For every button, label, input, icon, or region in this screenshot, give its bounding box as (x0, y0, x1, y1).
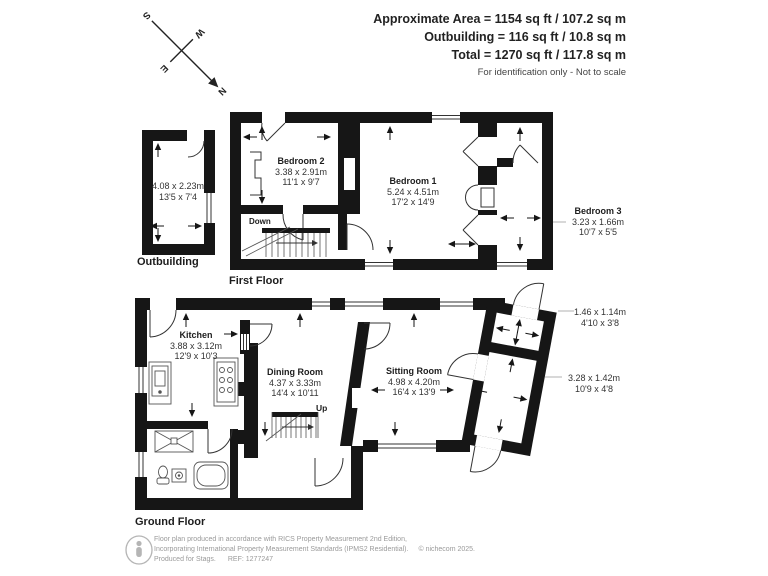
ground-floor-label: Ground Floor (135, 516, 206, 528)
outbuilding-metric: 4.08 x 2.23m (151, 181, 205, 191)
bedroom1-imperial: 17'2 x 14'9 (391, 197, 435, 207)
outbuilding-area-line: Outbuilding = 116 sq ft / 10.8 sq m (424, 30, 626, 44)
annex-wing (447, 282, 557, 473)
ground-floor-window-icon (135, 298, 473, 477)
dining-room-metric: 4.37 x 3.33m (268, 377, 322, 388)
bathtub-icon (193, 461, 229, 490)
kitchen-name: Kitchen (179, 330, 213, 340)
outbuilding-floor-label: Outbuilding (137, 256, 199, 268)
ground-floor-plan (135, 282, 574, 510)
stairs-up-icon (265, 412, 319, 442)
annex-bottom-metric: 3.28 x 1.42m (567, 373, 621, 383)
bedroom3-name: Bedroom 3 (574, 206, 622, 216)
sitting-room-label: Sitting Room 4.98 x 4.20m 16'4 x 13'9 (386, 366, 442, 398)
bedroom2-metric: 3.38 x 2.91m (274, 166, 328, 177)
kitchen-imperial: 12'9 x 10'3 (174, 351, 218, 361)
bedroom3-label: Bedroom 3 3.23 x 1.66m 10'7 x 5'5 (572, 206, 624, 238)
bedroom1-label: Bedroom 1 5.24 x 4.51m 17'2 x 14'9 (387, 176, 439, 208)
compass-rose: N S W E (140, 9, 228, 97)
bedroom2-label: Bedroom 2 3.38 x 2.91m 11'1 x 9'7 (275, 156, 327, 188)
sitting-room-imperial: 16'4 x 13'9 (392, 387, 436, 397)
bedroom3-imperial: 10'7 x 5'5 (579, 227, 617, 237)
annex-top-imperial: 4'10 x 3'8 (581, 317, 619, 328)
outbuilding-dimensions: 4.08 x 2.23m 13'5 x 7'4 (152, 181, 204, 202)
total-area-line: Total = 1270 sq ft / 117.8 sq m (451, 48, 627, 62)
annex-bottom-imperial: 10'9 x 4'8 (575, 383, 613, 394)
disclaimer-line2-text: Incorporating International Property Mea… (154, 546, 409, 553)
annex-top-metric: 1.46 x 1.14m (573, 307, 627, 317)
outbuilding-imperial: 13'5 x 7'4 (159, 191, 197, 202)
annex-bottom-dimensions: 3.28 x 1.42m 10'9 x 4'8 (568, 373, 620, 394)
compass-w: W (192, 26, 206, 40)
bedroom2-imperial: 11'1 x 9'7 (282, 177, 320, 187)
disclaimer: Floor plan produced in accordance with R… (154, 535, 475, 565)
sitting-room-name: Sitting Room (386, 366, 442, 376)
bedroom2-name: Bedroom 2 (277, 156, 325, 166)
dining-room-label: Dining Room 4.37 x 3.33m 14'4 x 10'11 (267, 367, 323, 399)
stove-icon (213, 357, 239, 407)
copyright-text: © nichecom 2025. (418, 546, 475, 553)
toilet-icon (156, 465, 170, 485)
person-icon (125, 535, 153, 565)
stairs-up-label: Up (316, 403, 328, 413)
kitchen-sink-icon (148, 361, 172, 405)
stairs-down-label: Down (249, 217, 271, 226)
bedroom1-metric: 5.24 x 4.51m (386, 186, 440, 197)
first-floor-plan (230, 112, 566, 270)
ground-floor-doors (149, 298, 391, 487)
first-floor-window-icon (365, 112, 527, 270)
outbuilding-window-icon (204, 193, 215, 223)
annex-top-dimensions: 1.46 x 1.14m 4'10 x 3'8 (574, 307, 626, 328)
kitchen-metric: 3.88 x 3.12m (169, 340, 223, 351)
basin-icon (171, 468, 187, 483)
approximate-area-line: Approximate Area = 1154 sq ft / 107.2 sq… (373, 12, 626, 26)
compass-e: E (158, 62, 170, 74)
compass-s: S (140, 9, 152, 21)
kitchen-label: Kitchen 3.88 x 3.12m 12'9 x 10'3 (170, 330, 222, 362)
produced-for-text: Produced for Stags. (154, 556, 216, 563)
dining-room-name: Dining Room (267, 367, 323, 377)
bedroom3-metric: 3.23 x 1.66m (571, 216, 625, 227)
dining-room-imperial: 14'4 x 10'11 (271, 388, 319, 398)
disclaimer-line1: Floor plan produced in accordance with R… (154, 536, 407, 543)
outbuilding-plan (142, 130, 215, 255)
shower-icon (154, 430, 194, 453)
first-floor-label: First Floor (229, 275, 284, 287)
bedroom1-name: Bedroom 1 (389, 176, 437, 186)
reference-number: REF: 1277247 (227, 556, 274, 563)
disclaimer-line2: Incorporating International Property Mea… (154, 545, 475, 555)
disclaimer-line3: Produced for Stags. REF: 1277247 (154, 555, 475, 565)
stairs-down-icon (241, 226, 330, 257)
area-summary: Approximate Area = 1154 sq ft / 107.2 sq… (373, 10, 626, 78)
sitting-room-metric: 4.98 x 4.20m (387, 376, 441, 387)
identification-note: For identification only - Not to scale (477, 67, 626, 78)
